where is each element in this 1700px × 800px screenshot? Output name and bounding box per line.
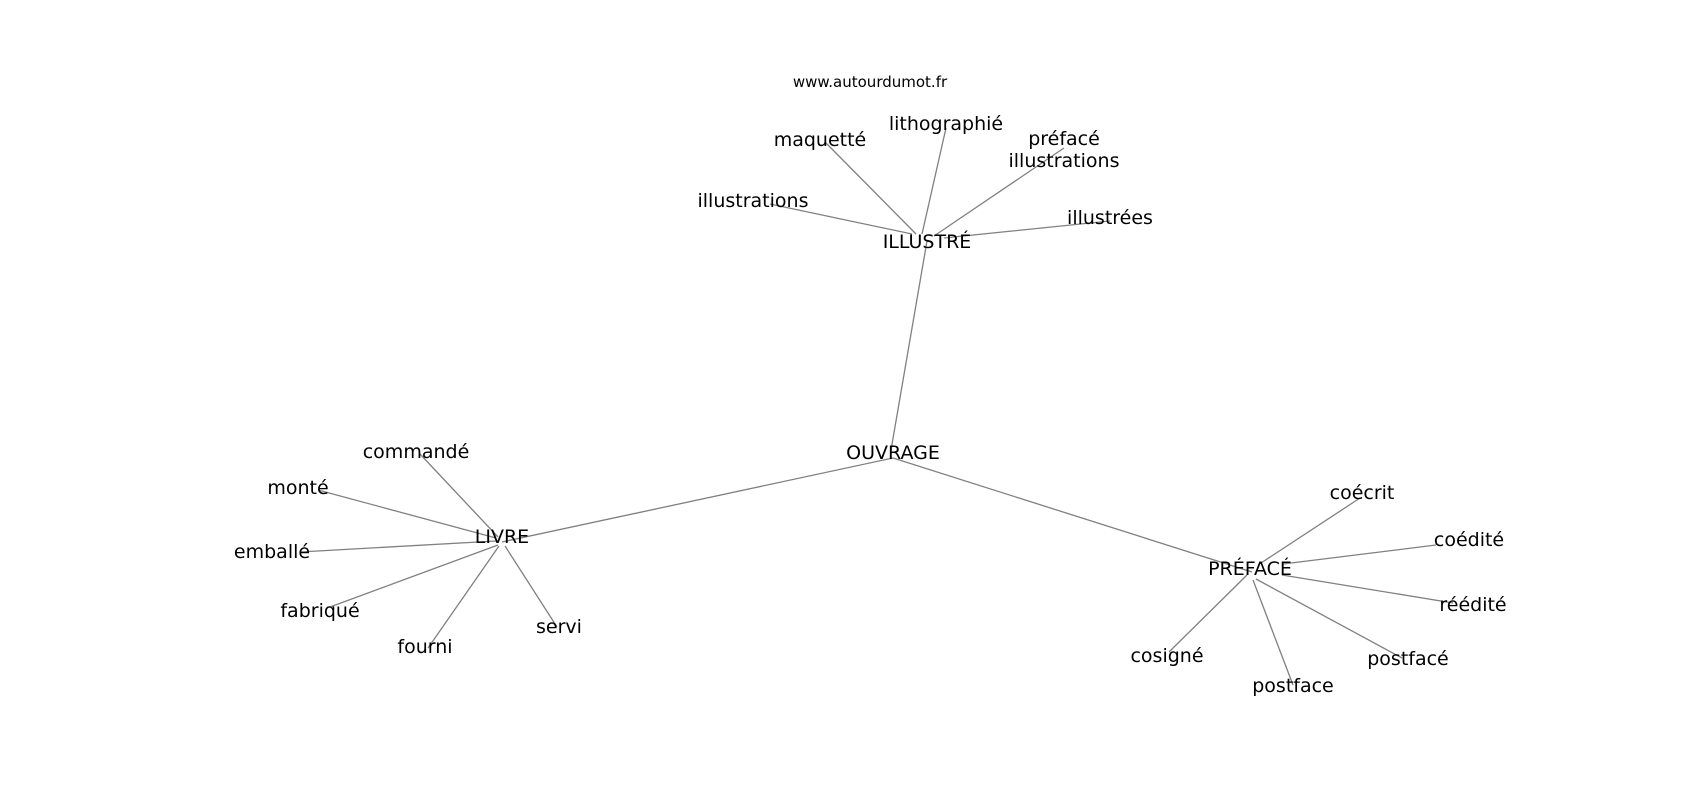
edge-hub-to-leaf xyxy=(1257,497,1361,566)
edge-hub-to-leaf xyxy=(769,203,913,235)
edge-hub-to-leaf xyxy=(317,489,497,539)
edge-center-to-hub xyxy=(501,457,894,543)
center-node-label: OUVRAGE xyxy=(846,442,940,464)
edge-hub-to-leaf xyxy=(825,142,917,235)
edge-center-to-hub xyxy=(890,240,928,451)
edge-hub-to-leaf xyxy=(921,127,947,235)
hub-node-label: ILLUSTRÉ xyxy=(883,230,972,253)
edge-hub-to-leaf xyxy=(427,545,500,649)
graph-labels: OUVRAGE ILLUSTRÉ maquetté lithographié préfa… xyxy=(234,113,1507,697)
leaf-node-label: commandé xyxy=(363,441,470,463)
leaf-node-label: coédité xyxy=(1434,529,1504,551)
edge-hub-to-leaf xyxy=(299,540,497,553)
leaf-node-label: emballé xyxy=(234,541,310,563)
hub-node-label: LIVRE xyxy=(475,526,529,548)
leaf-node-label: fourni xyxy=(397,636,452,658)
edge-hub-to-leaf xyxy=(1252,579,1294,686)
leaf-node-label: illustrations xyxy=(698,190,809,212)
edge-hub-to-leaf xyxy=(1255,578,1403,659)
edge-hub-to-leaf xyxy=(933,147,1065,237)
edge-hub-to-leaf xyxy=(1282,544,1437,565)
hub-node-label: PRÉFACÉ xyxy=(1208,557,1292,580)
edge-hub-to-leaf xyxy=(943,220,1111,239)
edge-center-to-hub xyxy=(892,457,1253,573)
leaf-node-label: monté xyxy=(267,477,328,499)
leaf-node-label: coécrit xyxy=(1330,482,1395,504)
leaf-node-label: postfacé xyxy=(1367,648,1449,670)
graph-edges xyxy=(299,127,1454,686)
edge-hub-to-leaf xyxy=(1168,574,1248,653)
leaf-node-label: lithographié xyxy=(889,113,1003,135)
edge-hub-to-leaf xyxy=(504,545,558,628)
site-credit: www.autourdumot.fr xyxy=(793,73,948,91)
leaf-node-label: servi xyxy=(536,616,582,638)
leaf-node-label: cosigné xyxy=(1130,645,1203,667)
edge-hub-to-leaf xyxy=(419,453,499,538)
leaf-node-label: illustrées xyxy=(1067,207,1153,229)
edge-hub-to-leaf xyxy=(329,544,499,608)
leaf-node-label: réédité xyxy=(1439,594,1506,616)
leaf-node-label: postface xyxy=(1252,675,1334,697)
leaf-node-label: maquetté xyxy=(774,129,867,151)
leaf-node-label: fabriqué xyxy=(280,600,359,622)
edge-hub-to-leaf xyxy=(1281,574,1454,604)
